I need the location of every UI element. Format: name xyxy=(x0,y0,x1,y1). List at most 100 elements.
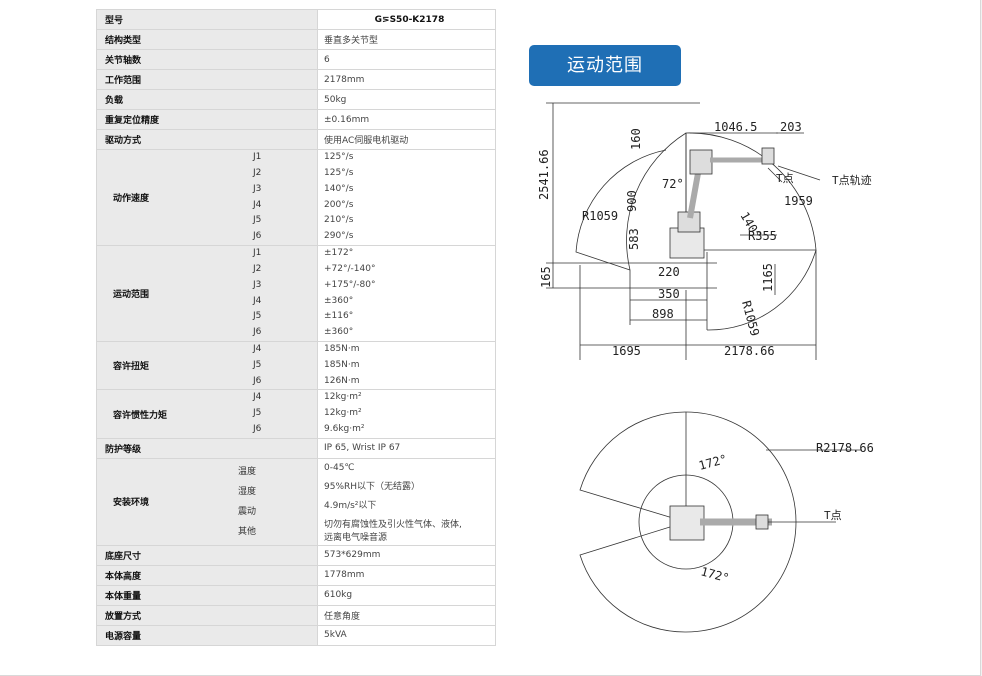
env-value: 95%RH以下（无结露） xyxy=(324,481,421,492)
top-view-dims: R2178.66 172° 172° T点 xyxy=(697,441,874,585)
inertia-value: 9.6kg·m² xyxy=(324,423,365,434)
torque-joints: J4 J5 J6 xyxy=(253,342,317,389)
range-group: 运动范围 J1 J2 J3 J4 J5 J6 xyxy=(96,245,318,342)
top-envelope-left-upper xyxy=(579,411,687,523)
inertia-value: 12kg·m² xyxy=(324,408,362,419)
envelope-arc-left xyxy=(626,132,687,271)
env-value: 0-45℃ xyxy=(324,462,355,473)
dim-label: 2178.66 xyxy=(724,344,775,358)
table-row-env: 安装环境 温度 湿度 震动 其他 0-45℃ 95%RH以下（无结露） 4.9m… xyxy=(96,457,496,546)
dim-label: 160 xyxy=(629,128,643,150)
range-joints: J1 J2 J3 J4 J5 J6 xyxy=(253,246,317,341)
dim-label: R355 xyxy=(748,229,777,243)
top-robot-wrist xyxy=(755,514,769,530)
dim-label: 165 xyxy=(539,266,553,288)
envelope-arc-top xyxy=(685,132,817,251)
envelope-arc-outer-left xyxy=(575,149,667,271)
torque-value: 126N·m xyxy=(324,375,360,386)
table-row: 防护等级 IP 65, Wrist IP 67 xyxy=(96,437,496,459)
env-value: 4.9m/s²以下 xyxy=(324,500,377,511)
joint-label: J5 xyxy=(253,311,262,322)
dim-label: 1046.5 xyxy=(714,120,757,134)
joint-label: J6 xyxy=(253,231,262,242)
inertia-values: 12kg·m² 12kg·m² 9.6kg·m² xyxy=(317,389,496,439)
row-value: 5kVA xyxy=(317,624,496,646)
joint-label: J1 xyxy=(253,248,262,259)
inertia-group: 容许惯性力矩 J4 J5 J6 xyxy=(96,389,318,439)
speed-value: 200°/s xyxy=(324,199,354,210)
joint-label: J2 xyxy=(253,263,262,274)
env-sub-label: 温度 xyxy=(238,466,257,477)
torque-value: 185N·m xyxy=(324,344,360,354)
joint-label: J6 xyxy=(253,327,262,338)
table-row-inertia: 容许惯性力矩 J4 J5 J6 12kg·m² 12kg·m² 9.6kg·m² xyxy=(96,389,496,439)
joint-label: J3 xyxy=(253,279,262,290)
top-envelope-left-lower xyxy=(579,521,687,633)
table-row-torque: 容许扭矩 J4 J5 J6 185N·m 185N·m 126N·m xyxy=(96,340,496,391)
row-value: 6 xyxy=(317,49,496,70)
row-value: 使用AC伺服电机驱动 xyxy=(317,129,496,150)
joint-label: J6 xyxy=(253,423,262,434)
speed-group: 动作速度 J1 J2 J3 J4 J5 J6 xyxy=(96,149,318,246)
speed-value: 140°/s xyxy=(324,183,354,194)
dim-label: 350 xyxy=(658,287,680,301)
env-label: 安装环境 xyxy=(113,498,150,509)
torque-values: 185N·m 185N·m 126N·m xyxy=(317,340,496,391)
range-label: 运动范围 xyxy=(113,290,150,300)
dim-label: 1165 xyxy=(761,263,775,292)
dim-label: 1695 xyxy=(612,344,641,358)
row-label: 本体重量 xyxy=(96,584,318,606)
row-value: 50kg xyxy=(317,89,496,110)
dim-label: 583 xyxy=(627,228,641,250)
speed-value: 125°/s xyxy=(324,167,354,178)
side-view xyxy=(546,102,821,360)
t-point-label: T点 xyxy=(776,172,794,185)
env-value: 切勿有腐蚀性及引火性气体、液体, xyxy=(324,519,462,530)
joint-label: J4 xyxy=(253,392,262,403)
dim-label: 220 xyxy=(658,265,680,279)
joint-label: J1 xyxy=(253,152,262,163)
table-row: 放置方式任意角度 xyxy=(96,604,496,626)
row-label: 工作范围 xyxy=(96,69,318,90)
range-value: ±116° xyxy=(324,311,354,322)
row-label: 电源容量 xyxy=(96,624,318,646)
torque-value: 185N·m xyxy=(324,359,360,370)
motion-range-title: 运动范围 xyxy=(529,45,681,86)
env-sub-label: 震动 xyxy=(238,506,257,517)
range-value: ±360° xyxy=(324,295,354,306)
dim-label: 1959 xyxy=(784,194,813,208)
row-label: 驱动方式 xyxy=(96,129,318,150)
speed-joints: J1 J2 J3 J4 J5 J6 xyxy=(253,150,317,245)
env-sub-label: 其他 xyxy=(238,526,257,537)
row-value: 1778mm xyxy=(317,564,496,586)
table-row: 结构类型垂直多关节型 xyxy=(96,29,496,50)
dim-label: 900 xyxy=(625,190,639,212)
leader-line xyxy=(777,165,821,181)
dim-label: 898 xyxy=(652,307,674,321)
joint-label: J4 xyxy=(253,295,262,306)
inertia-joints: J4 J5 J6 xyxy=(253,391,317,438)
dim-label: 203 xyxy=(780,120,802,134)
top-view xyxy=(579,411,862,633)
speed-value: 125°/s xyxy=(324,152,354,163)
top-robot-base xyxy=(669,505,705,541)
speed-value: 210°/s xyxy=(324,215,354,226)
joint-label: J5 xyxy=(253,215,262,226)
inertia-label: 容许惯性力矩 xyxy=(113,410,168,421)
range-value: +175°/-80° xyxy=(324,279,376,290)
dim-label: 72° xyxy=(662,177,684,191)
top-t-point-label: T点 xyxy=(824,509,842,522)
row-label: 结构类型 xyxy=(96,29,318,50)
t-point-trajectory-label: T点轨迹 xyxy=(832,173,872,187)
robot-wrist xyxy=(761,147,775,165)
range-value: ±172° xyxy=(324,248,354,259)
table-row: 驱动方式使用AC伺服电机驱动 xyxy=(96,129,496,150)
joint-label: J4 xyxy=(253,199,262,210)
